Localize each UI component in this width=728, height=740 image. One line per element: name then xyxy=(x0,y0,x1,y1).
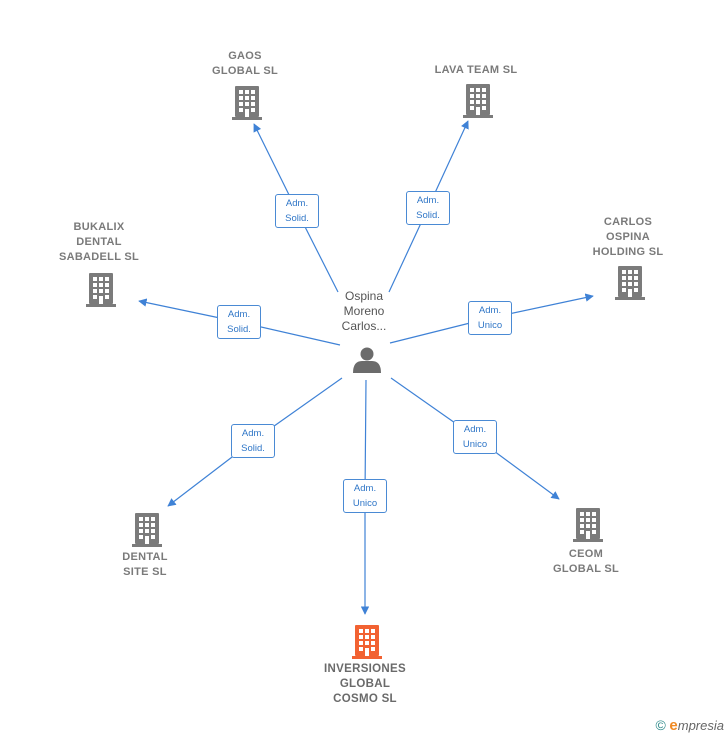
edge-label-dental[interactable]: Adm. Solid. xyxy=(231,424,275,458)
copyright-symbol: © xyxy=(655,717,666,733)
building-icon[interactable] xyxy=(132,513,162,547)
company-label-inversiones[interactable]: INVERSIONES GLOBAL COSMO SL xyxy=(324,662,406,705)
brand-logo-initial: e xyxy=(669,717,678,734)
nodes-layer xyxy=(86,84,645,659)
edge-label-ceom[interactable]: Adm. Unico xyxy=(453,420,497,454)
edge-label-inversiones[interactable]: Adm. Unico xyxy=(343,479,387,513)
person-icon[interactable] xyxy=(353,347,381,374)
company-label-ceom[interactable]: CEOM GLOBAL SL xyxy=(552,548,620,575)
company-label-bukalix[interactable]: BUKALIX DENTAL SABADELL SL xyxy=(58,220,140,263)
footer-credit[interactable]: © empresia xyxy=(655,717,724,734)
company-label-carlos[interactable]: CARLOS OSPINA HOLDING SL xyxy=(592,215,664,258)
company-label-lava[interactable]: LAVA TEAM SL xyxy=(434,63,518,76)
edge-label-gaos[interactable]: Adm. Solid. xyxy=(275,194,319,228)
edge-label-lava[interactable]: Adm. Solid. xyxy=(406,191,450,225)
building-icon[interactable] xyxy=(463,84,493,118)
building-icon[interactable] xyxy=(615,266,645,300)
company-label-gaos[interactable]: GAOS GLOBAL SL xyxy=(211,50,279,77)
edge-label-carlos[interactable]: Adm. Unico xyxy=(468,301,512,335)
edge-label-bukalix[interactable]: Adm. Solid. xyxy=(217,305,261,339)
building-icon[interactable] xyxy=(86,273,116,307)
building-icon[interactable] xyxy=(232,86,262,120)
brand-name: mpresia xyxy=(677,718,724,733)
building-icon[interactable] xyxy=(352,625,382,659)
building-icon[interactable] xyxy=(573,508,603,542)
company-label-dental[interactable]: DENTAL SITE SL xyxy=(122,551,168,578)
person-label[interactable]: Ospina Moreno Carlos... xyxy=(341,289,387,333)
